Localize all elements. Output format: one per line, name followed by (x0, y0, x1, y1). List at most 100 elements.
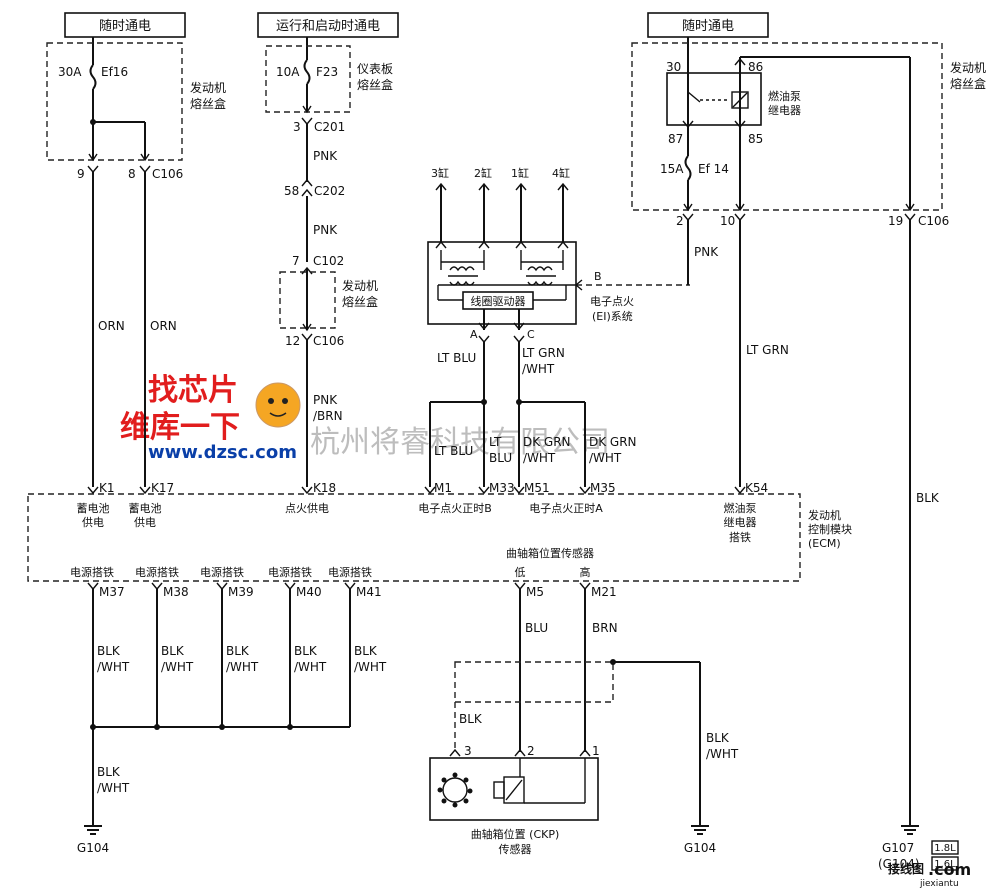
svg-text:发动机: 发动机 (808, 508, 841, 522)
svg-text:PNK: PNK (313, 149, 338, 163)
svg-text:电子点火: 电子点火 (590, 295, 634, 308)
svg-text:PNK: PNK (313, 223, 338, 237)
svg-text:控制模块: 控制模块 (808, 522, 852, 536)
svg-text:M33: M33 (489, 481, 515, 495)
svg-text:电源搭铁: 电源搭铁 (135, 565, 179, 579)
svg-text:2缸: 2缸 (474, 166, 492, 180)
svg-text:BLK: BLK (706, 731, 730, 745)
svg-text:K17: K17 (151, 481, 174, 495)
right-grounds: G107 1.8L (G104) 1.6L (878, 825, 959, 871)
svg-text:熔丝盒: 熔丝盒 (357, 77, 393, 92)
reluctor-wheel-icon (437, 772, 473, 808)
svg-text:低: 低 (515, 566, 526, 579)
svg-text:C106: C106 (918, 214, 949, 228)
ignition-module: 3缸 2缸 1缸 4缸 (427, 166, 690, 344)
svg-text:jiexiantu: jiexiantu (919, 879, 959, 889)
svg-text:燃油泵: 燃油泵 (724, 501, 757, 515)
svg-text:10: 10 (720, 214, 735, 228)
svg-text:/WHT: /WHT (522, 362, 555, 376)
svg-text:高: 高 (580, 565, 591, 579)
svg-text:供电: 供电 (82, 515, 104, 529)
svg-text:/BRN: /BRN (313, 409, 343, 423)
svg-text:DK GRN: DK GRN (523, 435, 571, 449)
svg-text:发动机: 发动机 (342, 278, 378, 293)
svg-text:电子点火正时B: 电子点火正时B (418, 502, 492, 515)
svg-text:K1: K1 (99, 481, 115, 495)
ip-fuse-box: 10A F23 仪表板 熔丝盒 3 C201 (265, 37, 393, 134)
svg-text:M5: M5 (526, 585, 544, 599)
svg-text:传感器: 传感器 (499, 843, 532, 856)
svg-text:发动机: 发动机 (950, 60, 986, 75)
svg-text:BLK: BLK (354, 644, 378, 658)
svg-text:C201: C201 (314, 120, 345, 134)
svg-text:/WHT: /WHT (589, 451, 622, 465)
svg-text:BLU: BLU (525, 621, 548, 635)
svg-text:/WHT: /WHT (97, 660, 130, 674)
svg-text:BLU: BLU (489, 451, 512, 465)
svg-text:LT: LT (489, 435, 502, 449)
ei-timing-wires: LT BLU LT GRN /WHT LT BLU LT BLU DK GRN … (429, 342, 637, 487)
svg-text:搭铁: 搭铁 (729, 531, 751, 544)
svg-text:C106: C106 (313, 334, 344, 348)
svg-text:12: 12 (285, 334, 300, 348)
svg-text:/WHT: /WHT (226, 660, 259, 674)
svg-text:/WHT: /WHT (161, 660, 194, 674)
svg-text:G107: G107 (882, 841, 914, 855)
svg-text:供电: 供电 (134, 515, 156, 529)
svg-text:LT BLU: LT BLU (434, 444, 473, 458)
svg-text:10A: 10A (276, 65, 300, 79)
always-hot-box-right (647, 12, 769, 38)
svg-text:M39: M39 (228, 585, 254, 599)
svg-text:曲轴箱位置 (CKP): 曲轴箱位置 (CKP) (471, 827, 560, 841)
svg-text:BRN: BRN (592, 621, 618, 635)
ground-icon (901, 825, 919, 835)
svg-text:电源搭铁: 电源搭铁 (200, 565, 244, 579)
svg-text:(G104): (G104) (878, 857, 920, 871)
svg-text:BLK: BLK (161, 644, 185, 658)
svg-text:电子点火正时A: 电子点火正时A (529, 502, 603, 515)
watermark-corner: 接线图 .com jiexiantu (888, 860, 971, 889)
svg-text:30: 30 (666, 60, 681, 74)
svg-text:A: A (470, 328, 478, 341)
svg-text:M37: M37 (99, 585, 125, 599)
watermark-company: 杭州将睿科技有限公司 (310, 425, 610, 460)
svg-text:BLK: BLK (916, 491, 940, 505)
svg-text:找芯片: 找芯片 (148, 373, 238, 408)
svg-text:Ef 14: Ef 14 (698, 162, 729, 176)
svg-text:熔丝盒: 熔丝盒 (950, 76, 986, 91)
svg-text:C: C (527, 328, 535, 341)
svg-text:ORN: ORN (98, 319, 125, 333)
svg-text:仪表板: 仪表板 (357, 62, 393, 76)
svg-text:/WHT: /WHT (354, 660, 387, 674)
svg-text:M35: M35 (590, 481, 616, 495)
ground-icon (691, 825, 709, 835)
svg-text:ORN: ORN (150, 319, 177, 333)
fuel-pump-relay-box: 发动机 熔丝盒 30 86 燃油泵 继电器 87 85 15A Ef 14 2 … (631, 37, 986, 228)
svg-text:电源搭铁: 电源搭铁 (70, 565, 114, 579)
svg-text:/WHT: /WHT (523, 451, 556, 465)
svg-text:蓄电池: 蓄电池 (77, 502, 110, 515)
svg-text:M51: M51 (524, 481, 550, 495)
always-hot-box-left (64, 12, 186, 38)
svg-text:M1: M1 (434, 481, 452, 495)
svg-text:继电器: 继电器 (768, 104, 801, 117)
svg-text:M41: M41 (356, 585, 382, 599)
svg-text:F23: F23 (316, 65, 338, 79)
svg-text:燃油泵: 燃油泵 (768, 89, 801, 103)
svg-text:M38: M38 (163, 585, 189, 599)
svg-text:随时通电: 随时通电 (99, 19, 151, 34)
svg-text:K54: K54 (745, 481, 768, 495)
svg-text:86: 86 (748, 60, 763, 74)
svg-text:/WHT: /WHT (294, 660, 327, 674)
svg-text:随时通电: 随时通电 (682, 19, 734, 34)
svg-text:LT GRN: LT GRN (746, 343, 789, 357)
ecm-module: K1 K17 K18 M1 M33 M51 M35 K54 蓄电池 供电 蓄电池… (27, 481, 852, 599)
svg-text:87: 87 (668, 132, 683, 146)
svg-text:1.8L: 1.8L (934, 843, 956, 854)
svg-text:G104: G104 (684, 841, 716, 855)
svg-text:PNK: PNK (694, 245, 719, 259)
svg-text:维库一下: 维库一下 (120, 410, 240, 445)
svg-text:BLK: BLK (459, 712, 483, 726)
svg-text:电源搭铁: 电源搭铁 (268, 565, 312, 579)
svg-text:PNK: PNK (313, 393, 338, 407)
